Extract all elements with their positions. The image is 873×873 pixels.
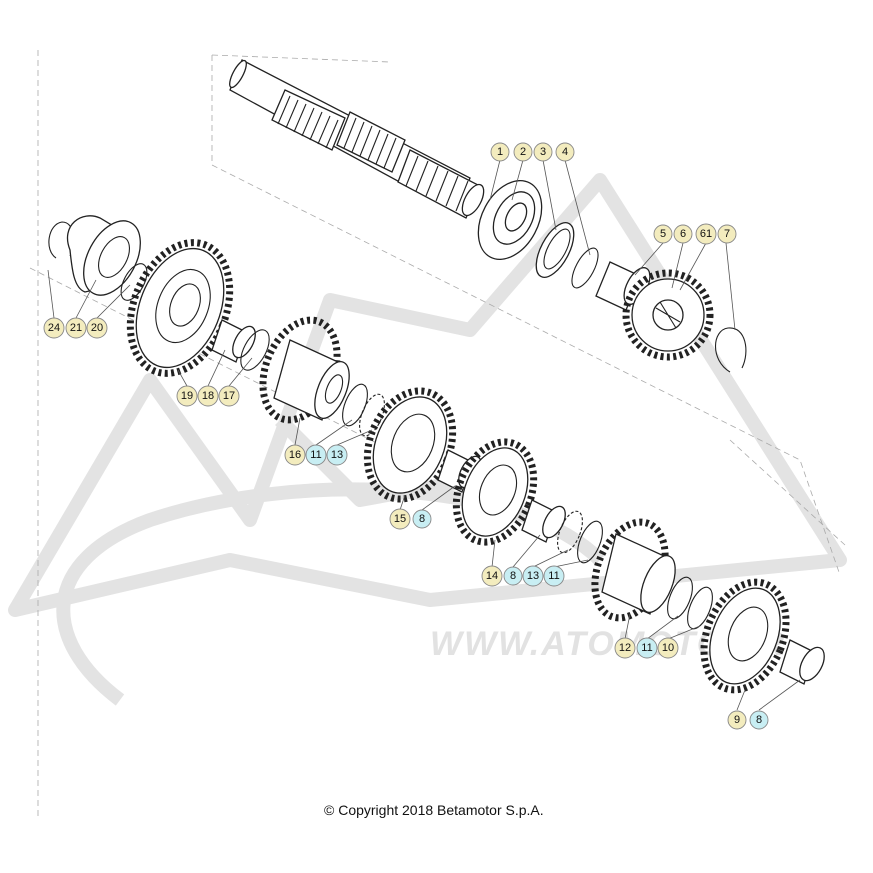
- callout-7: 7: [717, 224, 737, 244]
- rings-11-13: [342, 383, 385, 437]
- svg-text:7: 7: [724, 228, 730, 240]
- seal-rings: [535, 222, 599, 289]
- svg-text:15: 15: [394, 513, 406, 525]
- callout-8-c: 8: [749, 710, 769, 730]
- callout-12: 12: [614, 637, 636, 659]
- callout-11-b: 11: [543, 565, 565, 587]
- gear-19: [126, 239, 234, 377]
- callout-8-b: 8: [503, 566, 523, 586]
- callout-13-a: 13: [326, 444, 348, 466]
- copyright-text: © Copyright 2018 Betamotor S.p.A.: [324, 802, 544, 818]
- callout-3: 3: [533, 142, 553, 162]
- assembly-frame: [29, 50, 846, 820]
- callout-11-c: 11: [636, 637, 658, 659]
- callout-14: 14: [481, 565, 503, 587]
- callout-18: 18: [197, 385, 219, 407]
- bushing-18: [211, 319, 270, 371]
- svg-text:17: 17: [223, 390, 235, 402]
- svg-text:19: 19: [181, 390, 193, 402]
- callout-10: 10: [657, 637, 679, 659]
- bushing-8-b: [521, 499, 603, 564]
- svg-text:21: 21: [70, 322, 82, 334]
- svg-text:20: 20: [91, 322, 103, 334]
- svg-text:14: 14: [486, 570, 498, 582]
- gear-9: [700, 578, 790, 694]
- gear-14: [452, 438, 538, 546]
- front-sprocket: [622, 269, 714, 361]
- callout-9: 9: [727, 710, 747, 730]
- callout-6: 6: [673, 224, 693, 244]
- callout-8-a: 8: [412, 509, 432, 529]
- svg-text:3: 3: [540, 146, 546, 158]
- leader-lines: [47, 159, 801, 711]
- svg-text:24: 24: [48, 322, 60, 334]
- svg-text:8: 8: [419, 513, 425, 525]
- svg-text:2: 2: [520, 146, 526, 158]
- svg-text:18: 18: [202, 390, 214, 402]
- svg-text:9: 9: [734, 714, 740, 726]
- callout-19: 19: [176, 385, 198, 407]
- svg-text:61: 61: [700, 228, 712, 240]
- svg-text:10: 10: [662, 642, 674, 654]
- callout-61: 61: [695, 223, 717, 245]
- gear-16: [259, 316, 350, 424]
- callout-17: 17: [218, 385, 240, 407]
- callout-4: 4: [555, 142, 575, 162]
- callout-11-a: 11: [305, 444, 327, 466]
- bearing-right: [477, 180, 543, 260]
- svg-text:8: 8: [756, 714, 762, 726]
- svg-text:11: 11: [310, 449, 321, 461]
- svg-text:11: 11: [641, 642, 652, 654]
- callout-16: 16: [284, 444, 306, 466]
- gear-12: [591, 518, 676, 622]
- svg-text:12: 12: [619, 642, 631, 654]
- callout-1: 1: [490, 142, 510, 162]
- svg-text:6: 6: [680, 228, 686, 240]
- bearing-left: [67, 215, 148, 301]
- callout-2: 2: [513, 142, 533, 162]
- svg-text:11: 11: [548, 570, 559, 582]
- svg-text:5: 5: [660, 228, 666, 240]
- svg-text:13: 13: [331, 449, 343, 461]
- rings-11-10: [667, 576, 713, 630]
- callout-24: 24: [43, 317, 65, 339]
- svg-text:16: 16: [289, 449, 301, 461]
- callout-20: 20: [86, 317, 108, 339]
- svg-text:8: 8: [510, 570, 516, 582]
- callout-21: 21: [65, 317, 87, 339]
- callout-5: 5: [653, 224, 673, 244]
- svg-text:1: 1: [497, 146, 503, 158]
- svg-text:13: 13: [527, 570, 539, 582]
- callouts: 1 2 3 4 5 6 61 7 24 21 20 19 18 17 16 11…: [43, 142, 769, 730]
- bushing-8-c: [779, 639, 825, 685]
- callout-15: 15: [389, 508, 411, 530]
- circlip-right: [715, 327, 747, 373]
- callout-13-b: 13: [522, 565, 544, 587]
- main-shaft: [229, 59, 485, 219]
- svg-text:4: 4: [562, 146, 568, 158]
